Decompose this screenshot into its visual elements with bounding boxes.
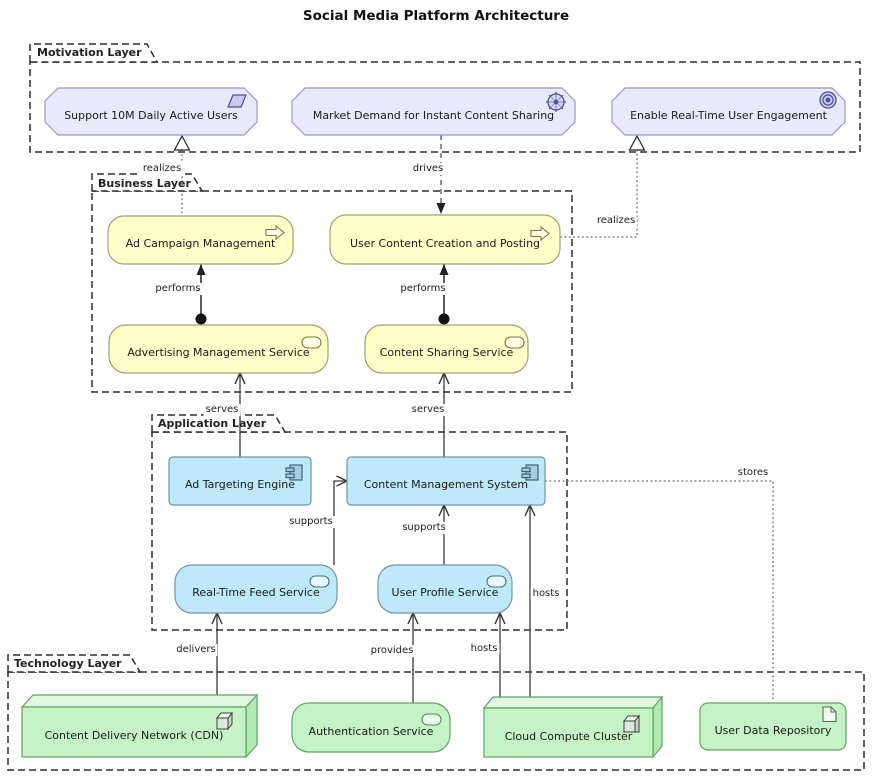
application-layer-tab: Application Layer — [158, 417, 267, 430]
process-icon — [530, 225, 550, 242]
goal-icon — [819, 91, 837, 109]
service-icon — [421, 713, 442, 726]
relationship-label-hosts-ups: hosts — [468, 643, 500, 655]
realization-triangle — [173, 134, 191, 151]
application-component-shape — [346, 456, 546, 506]
node-support-users[interactable]: Support 10M Daily Active Users — [45, 88, 257, 135]
service-icon — [309, 575, 330, 588]
page-title: Social Media Platform Architecture — [302, 8, 570, 24]
technology-service-shape — [291, 702, 451, 753]
relationship-label-serves-b: serves — [409, 404, 447, 416]
node-user-content[interactable]: User Content Creation and Posting — [330, 215, 560, 264]
node-cloud-cluster[interactable]: Cloud Compute Cluster — [484, 708, 653, 757]
node-label: User Data Repository — [714, 723, 832, 737]
node-label: Content Management System — [363, 478, 529, 491]
realization-triangle — [628, 134, 646, 151]
application-service-shape — [377, 564, 513, 614]
artifact-shape — [699, 702, 847, 751]
node-label: Real-Time Feed Service — [192, 586, 320, 599]
node-label: Authentication Service — [308, 724, 434, 738]
business-layer-tab: Business Layer — [98, 177, 191, 190]
business-service-shape — [364, 324, 529, 374]
node-cms[interactable]: Content Management System — [347, 457, 545, 505]
node-icon — [622, 714, 641, 733]
driver-shape — [291, 87, 576, 136]
process-icon — [265, 224, 285, 241]
node-adv-mgmt-service[interactable]: Advertising Management Service — [109, 325, 328, 373]
goal-shape — [611, 87, 846, 136]
application-service-shape — [174, 564, 338, 614]
node-market-demand[interactable]: Market Demand for Instant Content Sharin… — [292, 88, 575, 135]
relationship-label-performs-b: performs — [398, 283, 448, 295]
technology-node-shape — [20, 693, 259, 759]
relationship-label-stores: stores — [735, 467, 771, 479]
application-layer-group — [151, 414, 568, 631]
motivation-layer-tab: Motivation Layer — [37, 46, 142, 59]
relationship-hosts-ups — [494, 611, 506, 699]
node-rt-feed-service[interactable]: Real-Time Feed Service — [175, 565, 337, 613]
node-label: Cloud Compute Cluster — [504, 729, 633, 743]
node-label: Support 10M Daily Active Users — [64, 108, 238, 122]
component-icon — [285, 464, 303, 481]
node-ad-targeting[interactable]: Ad Targeting Engine — [169, 457, 311, 505]
business-process-shape — [107, 215, 294, 265]
node-auth-service[interactable]: Authentication Service — [292, 703, 450, 752]
relationship-label-realizes-a: realizes — [140, 163, 184, 175]
node-label: Content Sharing Service — [379, 346, 514, 359]
service-icon — [486, 575, 507, 588]
node-label: Market Demand for Instant Content Sharin… — [312, 108, 555, 122]
node-cdn[interactable]: Content Delivery Network (CDN) — [22, 707, 246, 757]
relationship-label-supports-a: supports — [287, 516, 335, 528]
relationship-label-drives: drives — [410, 163, 446, 175]
relationship-label-performs-a: performs — [153, 283, 203, 295]
node-label: Ad Campaign Management — [125, 237, 276, 250]
application-component-shape — [168, 456, 312, 506]
node-label: User Profile Service — [391, 586, 499, 599]
relationship-stores — [545, 480, 774, 701]
node-label: Advertising Management Service — [127, 346, 310, 359]
node-enable-engagement[interactable]: Enable Real-Time User Engagement — [612, 88, 845, 135]
relationship-realizes-b — [560, 134, 646, 238]
node-label: User Content Creation and Posting — [349, 236, 541, 250]
open-arrowhead — [494, 611, 506, 625]
relationship-label-supports-b: supports — [400, 522, 448, 534]
node-content-sharing-service[interactable]: Content Sharing Service — [365, 325, 528, 373]
technology-layer-group — [7, 654, 865, 771]
node-ad-campaign[interactable]: Ad Campaign Management — [108, 216, 293, 264]
relationship-label-provides: provides — [368, 645, 416, 657]
relationship-label-hosts-cms: hosts — [530, 588, 562, 600]
node-label: Ad Targeting Engine — [184, 478, 296, 491]
driver-icon — [546, 92, 566, 112]
node-label: Content Delivery Network (CDN) — [44, 729, 224, 742]
requirement-shape — [44, 87, 258, 136]
relationship-performs-b — [438, 264, 450, 325]
node-user-profile-service[interactable]: User Profile Service — [378, 565, 512, 613]
business-process-shape — [329, 214, 561, 265]
relationship-realizes-a — [173, 134, 191, 216]
artifact-icon — [822, 706, 837, 723]
assignment-ball — [438, 313, 450, 325]
motivation-layer-group — [29, 43, 861, 153]
requirement-icon — [227, 94, 247, 108]
arrowhead — [196, 264, 206, 275]
assignment-ball — [195, 313, 207, 325]
business-service-shape — [108, 324, 329, 374]
relationship-label-serves-a: serves — [203, 404, 241, 416]
business-layer-group — [91, 173, 573, 393]
relationship-label-delivers: delivers — [174, 644, 218, 656]
component-icon — [521, 464, 539, 481]
arrowhead — [439, 264, 449, 275]
node-user-data-repo[interactable]: User Data Repository — [700, 703, 846, 750]
relationship-label-realizes-b: realizes — [594, 215, 638, 227]
service-icon — [504, 336, 525, 349]
relationship-drives — [436, 135, 446, 214]
technology-layer-tab: Technology Layer — [14, 657, 122, 670]
node-icon — [215, 711, 234, 731]
arrowhead — [436, 203, 446, 214]
service-icon — [301, 336, 322, 349]
relationship-performs-a — [195, 264, 207, 325]
node-label: Enable Real-Time User Engagement — [630, 108, 827, 122]
